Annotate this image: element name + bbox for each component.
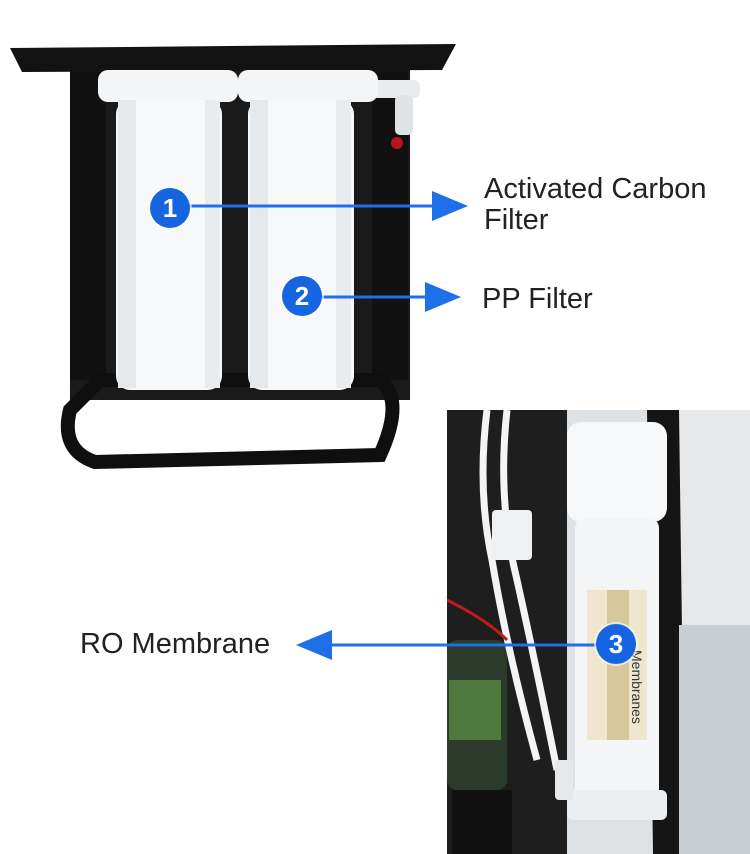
- label-activated-carbon: Activated Carbon Filter: [484, 174, 706, 236]
- callout-badge-2: 2: [282, 276, 322, 316]
- membrane-label-text: Membranes: [629, 650, 645, 724]
- ro-membrane-illustration: Membranes: [447, 410, 750, 854]
- label-activated-carbon-line2: Filter: [484, 204, 549, 236]
- filter-housings-photo: [0, 0, 460, 480]
- callout-badge-1: 1: [150, 188, 190, 228]
- label-pp-filter: PP Filter: [482, 283, 593, 315]
- ro-membrane-photo: Membranes: [447, 410, 750, 854]
- label-ro-membrane: RO Membrane: [80, 628, 271, 660]
- label-activated-carbon-line1: Activated Carbon: [484, 173, 707, 205]
- filter-housings-illustration: [10, 44, 456, 470]
- callout-badge-3: 3: [596, 624, 636, 664]
